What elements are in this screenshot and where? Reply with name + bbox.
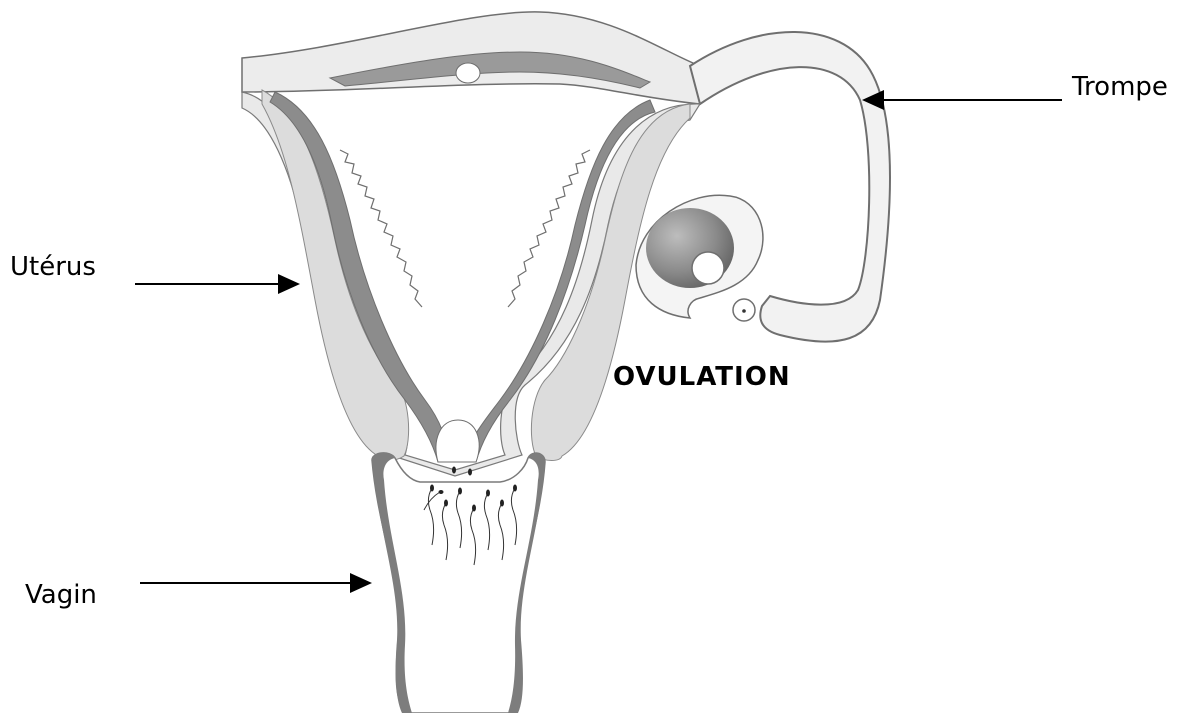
arrow-vagin <box>140 573 372 593</box>
label-ovulation: OVULATION <box>613 362 791 392</box>
arrow-trompe <box>862 90 1062 110</box>
ovum-nucleus <box>742 309 746 313</box>
arrow-uterus <box>135 274 300 294</box>
label-trompe: Trompe <box>1072 72 1168 102</box>
ruptured-follicle <box>692 252 724 284</box>
cervix <box>436 420 479 462</box>
uterus-left-wall <box>262 90 409 461</box>
fundus-cavity <box>456 63 480 83</box>
label-vagin: Vagin <box>25 580 97 610</box>
fallopian-tube <box>690 32 890 342</box>
label-uterus: Utérus <box>10 252 96 282</box>
